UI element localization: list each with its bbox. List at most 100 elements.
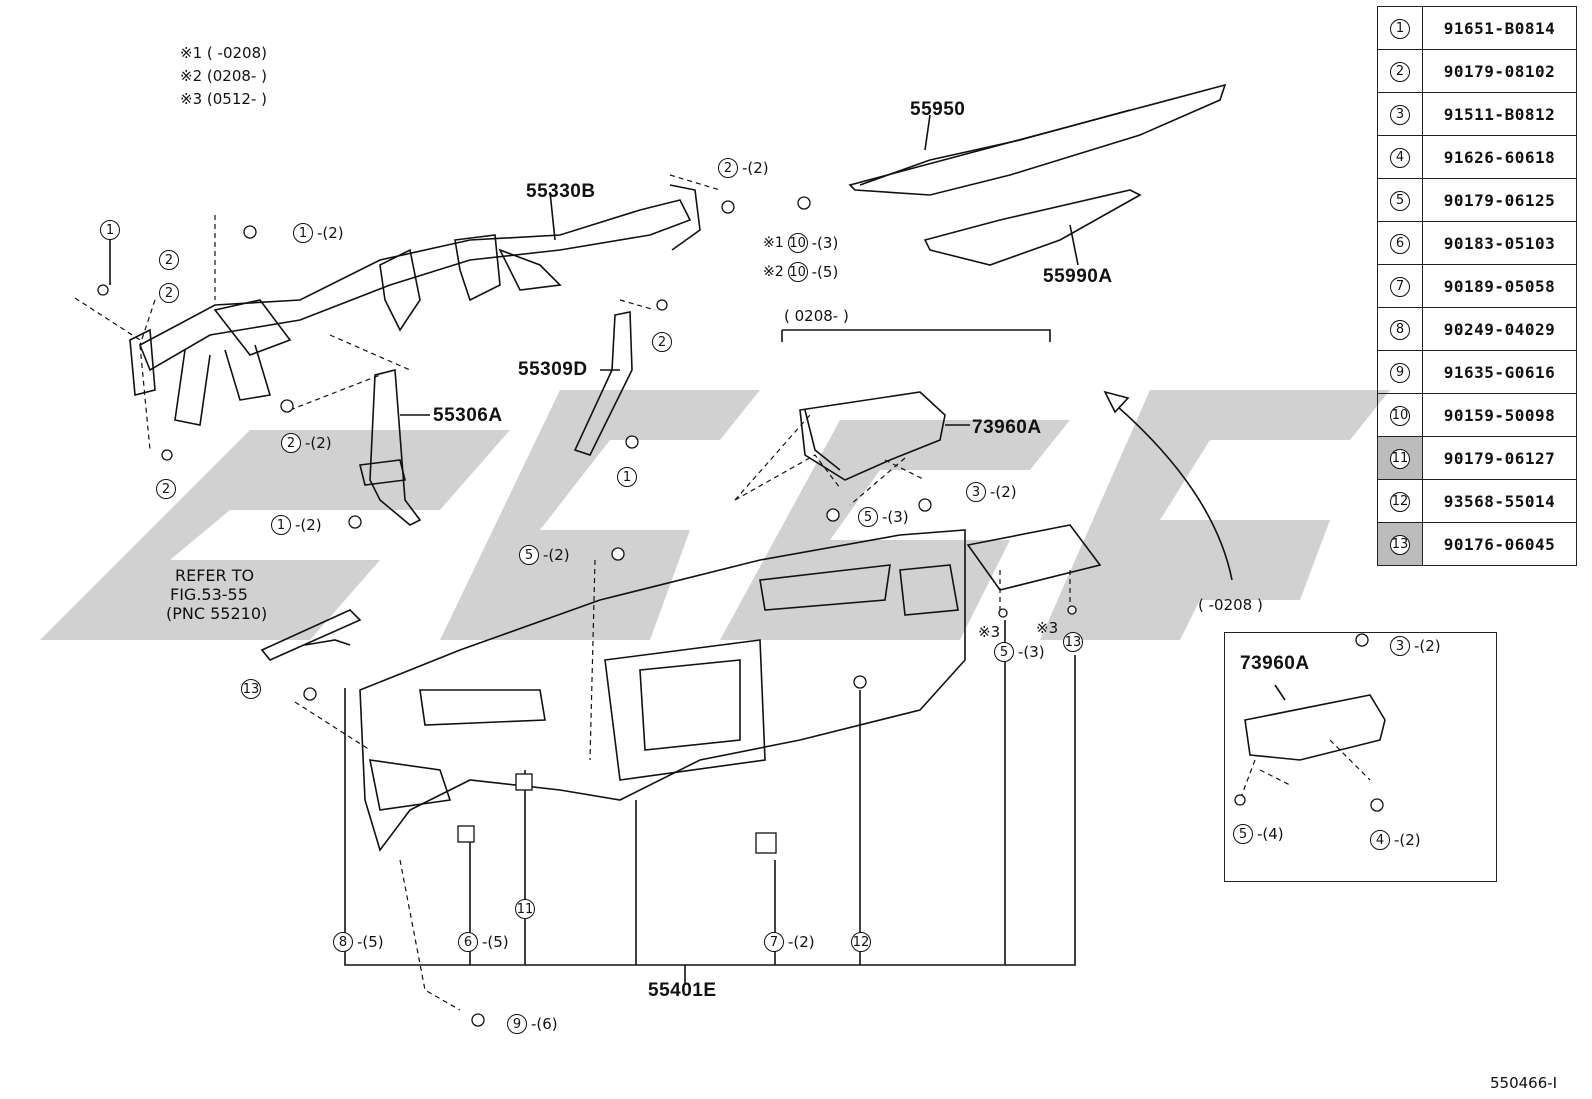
part-number: 91635-G0616 [1422, 350, 1577, 394]
parts-table-row: 8 90249-04029 [1377, 307, 1577, 351]
parts-table-row: 4 91626-60618 [1377, 135, 1577, 179]
ref-number: 12 [1390, 491, 1410, 512]
fasteners [97, 196, 1384, 1027]
refer-line-1: REFER TO [175, 566, 255, 585]
mark-3a: ※3 [978, 623, 1001, 641]
callout: 9-(6) [507, 1014, 558, 1034]
parts-table-ref: 4 [1377, 135, 1423, 179]
ref-number: 7 [1390, 276, 1410, 297]
cross-beam [138, 199, 692, 372]
note-1: ※1 ( -0208) [180, 44, 267, 62]
parts-table-ref: 7 [1377, 264, 1423, 308]
ref-number: 8 [1390, 319, 1410, 340]
figure-id: 550466-I [1490, 1074, 1558, 1092]
part-number: 90179-06125 [1422, 178, 1577, 222]
parts-table-ref: 12 [1377, 479, 1423, 523]
note-2: ※2 (0208- ) [180, 67, 267, 85]
parts-table-row: 10 90159-50098 [1377, 393, 1577, 437]
dashboard-55401e [359, 529, 966, 852]
parts-table-ref: 1 [1377, 6, 1423, 50]
callout: 7-(2) [764, 932, 815, 952]
watermark-logo [40, 390, 1390, 640]
parts-table-row: 12 93568-55014 [1377, 479, 1577, 523]
ref-number: 9 [1390, 362, 1410, 383]
parts-table-ref: 13 [1377, 522, 1423, 566]
parts-table-row: 7 90189-05058 [1377, 264, 1577, 308]
panel-55990a [923, 189, 1142, 266]
label-55306a: 55306A [433, 405, 503, 426]
callout: 1-(2) [271, 515, 322, 535]
label-55990a: 55990A [1043, 266, 1113, 287]
ref-number: 4 [1390, 147, 1410, 168]
callout: 4-(2) [1370, 830, 1421, 850]
callout: 2-(2) [718, 158, 769, 178]
part-number: 90159-50098 [1422, 393, 1577, 437]
side-pad [260, 609, 362, 661]
arrow-curve [1109, 399, 1233, 581]
callout: 2 [159, 283, 179, 303]
line-art [109, 83, 1386, 985]
refer-line-2: FIG.53-55 [170, 585, 248, 604]
part-number: 90179-08102 [1422, 49, 1577, 93]
label-55330b: 55330B [526, 181, 596, 202]
label-73960a: 73960A [972, 417, 1042, 438]
dashed-guides [74, 174, 1371, 1011]
parts-table-row: 3 91511-B0812 [1377, 92, 1577, 136]
part-number: 91626-60618 [1422, 135, 1577, 179]
parts-table-row: 2 90179-08102 [1377, 49, 1577, 93]
range-main-airbag: ( 0208- ) [784, 307, 849, 325]
parts-table-ref: 8 [1377, 307, 1423, 351]
refer-line-3: (PNC 55210) [166, 604, 268, 623]
callout: 2 [652, 332, 672, 352]
callout: 5-(3) [994, 642, 1045, 662]
callout: 13 [241, 679, 261, 699]
parts-table-ref: 9 [1377, 350, 1423, 394]
mark-3b: ※3 [1036, 619, 1059, 637]
callout: 1 [617, 467, 637, 487]
ref-number: 3 [1390, 104, 1410, 125]
ref-number: 2 [1390, 61, 1410, 82]
part-number: 90183-05103 [1422, 221, 1577, 265]
parts-table-row: 1 91651-B0814 [1377, 6, 1577, 50]
parts-table-ref: 11 [1377, 436, 1423, 480]
part-number: 91651-B0814 [1422, 6, 1577, 50]
airbag-73960a [799, 391, 946, 481]
parts-table-ref: 2 [1377, 49, 1423, 93]
callout: 2-(2) [281, 433, 332, 453]
part-number: 90179-06127 [1422, 436, 1577, 480]
range-inset: ( -0208 ) [1198, 596, 1263, 614]
parts-table: 1 91651-B0814 2 90179-08102 3 91511-B0812 4 916… [1377, 6, 1577, 566]
parts-table-ref: 5 [1377, 178, 1423, 222]
callout: 2 [159, 250, 179, 270]
part-number: 90249-04029 [1422, 307, 1577, 351]
callout: 2 [156, 479, 176, 499]
callout: 6-(5) [458, 932, 509, 952]
ref-number: 10 [1390, 405, 1410, 426]
part-number: 93568-55014 [1422, 479, 1577, 523]
upper-pad-55950 [848, 83, 1227, 196]
bracket-55306a [369, 368, 422, 526]
parts-table-row: 5 90179-06125 [1377, 178, 1577, 222]
part-number: 91511-B0812 [1422, 92, 1577, 136]
callout: 1-(2) [293, 223, 344, 243]
callout: 5-(2) [519, 545, 570, 565]
ref-number: 1 [1390, 18, 1410, 39]
callout: 3-(2) [1390, 636, 1441, 656]
callout: 1 [100, 220, 120, 240]
callout: 8-(5) [333, 932, 384, 952]
callout: 11 [515, 899, 535, 919]
part-number: 90189-05058 [1422, 264, 1577, 308]
inset-airbag [1244, 694, 1386, 761]
label-55309d: 55309D [518, 359, 588, 380]
parts-table-ref: 6 [1377, 221, 1423, 265]
callout: 5-(3) [858, 507, 909, 527]
parts-table-row: 9 91635-G0616 [1377, 350, 1577, 394]
ref-number: 5 [1390, 190, 1410, 211]
